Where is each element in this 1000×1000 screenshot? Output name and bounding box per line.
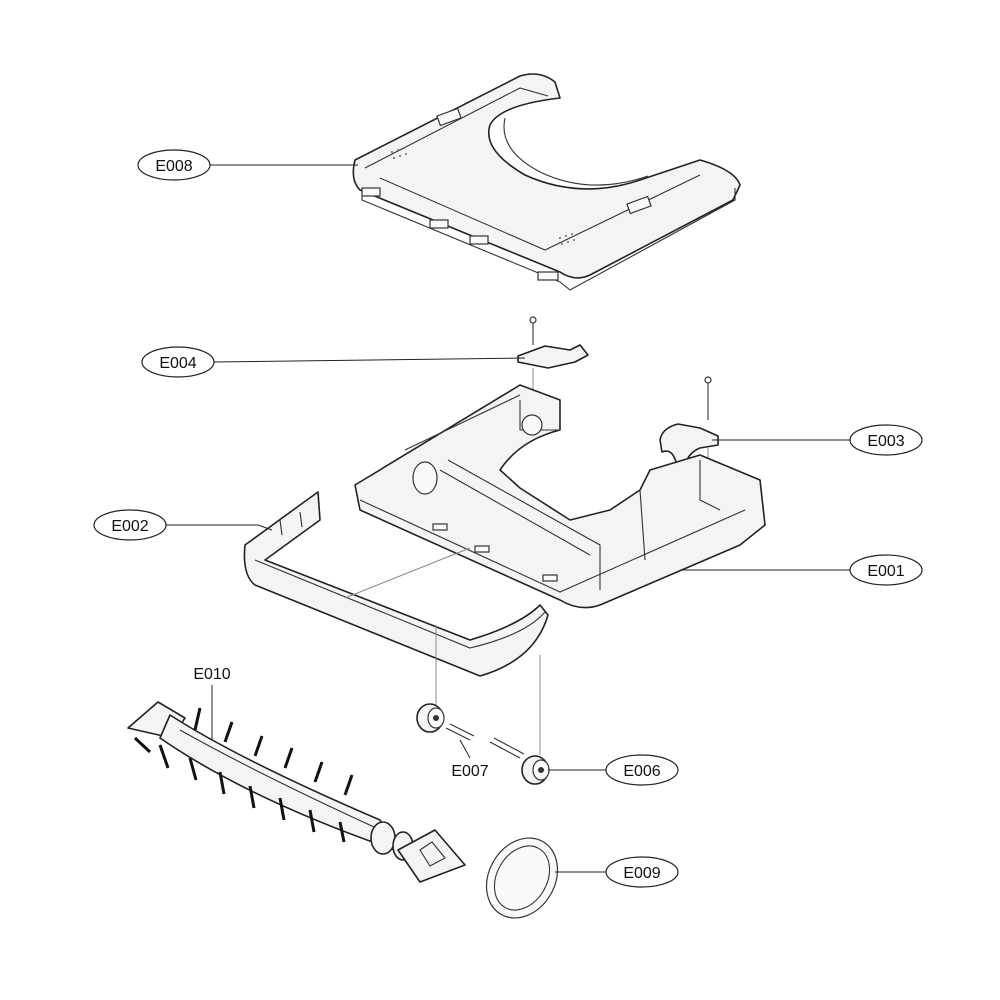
- svg-text:E001: E001: [867, 563, 904, 580]
- part-e007-axles: [445, 723, 525, 759]
- callout-e002: E002: [93, 509, 167, 541]
- callout-e001: E001: [849, 554, 923, 586]
- part-e009-belt: [485, 837, 559, 919]
- svg-text:E006: E006: [623, 763, 660, 780]
- part-e003-bracket: [659, 376, 719, 470]
- callout-e010: E010: [193, 666, 230, 683]
- svg-text:E010: E010: [193, 666, 230, 683]
- part-e004-bracket: [517, 316, 589, 420]
- callout-e009: E009: [605, 856, 679, 888]
- svg-text:E007: E007: [451, 763, 488, 780]
- leader-lines: [165, 164, 853, 873]
- callout-e006: E006: [605, 754, 679, 786]
- svg-text:E004: E004: [159, 355, 196, 372]
- part-e010-brush-roll: [127, 701, 466, 883]
- part-e002-front-bumper: [243, 491, 549, 755]
- svg-text:E002: E002: [111, 518, 148, 535]
- part-e008-top-cover: [352, 73, 741, 291]
- svg-text:E003: E003: [867, 433, 904, 450]
- callout-e003: E003: [849, 424, 923, 456]
- svg-text:E008: E008: [155, 158, 192, 175]
- part-e001-base-housing: [354, 384, 766, 609]
- callout-e007: E007: [451, 763, 488, 780]
- callout-e008: E008: [137, 149, 211, 181]
- callout-e004: E004: [141, 346, 215, 378]
- svg-text:E009: E009: [623, 865, 660, 882]
- part-e006-wheels: [416, 703, 550, 785]
